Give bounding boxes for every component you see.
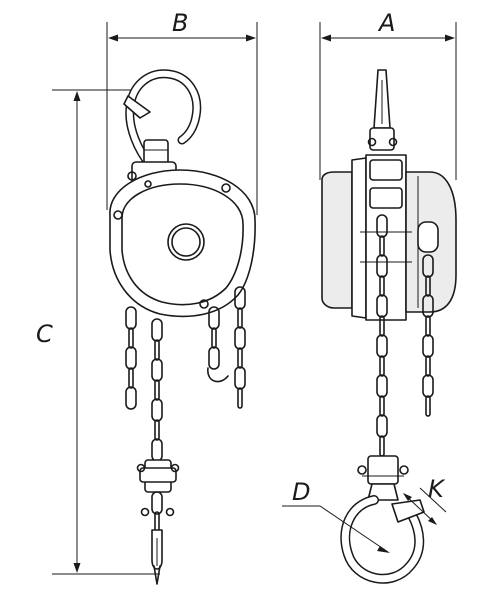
load-hook-side bbox=[340, 455, 425, 584]
top-hook bbox=[123, 69, 202, 170]
hand-chain-front bbox=[207, 286, 246, 409]
dimension-b: B bbox=[106, 9, 258, 215]
dimension-a-label: A bbox=[377, 9, 395, 37]
dimension-c: C bbox=[36, 89, 160, 575]
hand-chain-side bbox=[417, 221, 439, 417]
hoist-body bbox=[109, 169, 256, 318]
dimension-d-label: D bbox=[292, 478, 310, 506]
front-view bbox=[109, 69, 256, 585]
dimension-d: D bbox=[282, 478, 390, 553]
dimension-k: K bbox=[403, 475, 447, 525]
dimension-c-label: C bbox=[36, 320, 53, 348]
bottom-block-front bbox=[136, 459, 180, 585]
dimension-k-label: K bbox=[428, 475, 446, 503]
hoist-housing-side bbox=[321, 154, 457, 321]
top-hook-side bbox=[367, 69, 398, 151]
side-view: D K bbox=[282, 69, 457, 584]
dimension-b-label: B bbox=[172, 9, 188, 37]
load-chain-front bbox=[125, 306, 163, 462]
dimension-a: A bbox=[319, 9, 457, 180]
